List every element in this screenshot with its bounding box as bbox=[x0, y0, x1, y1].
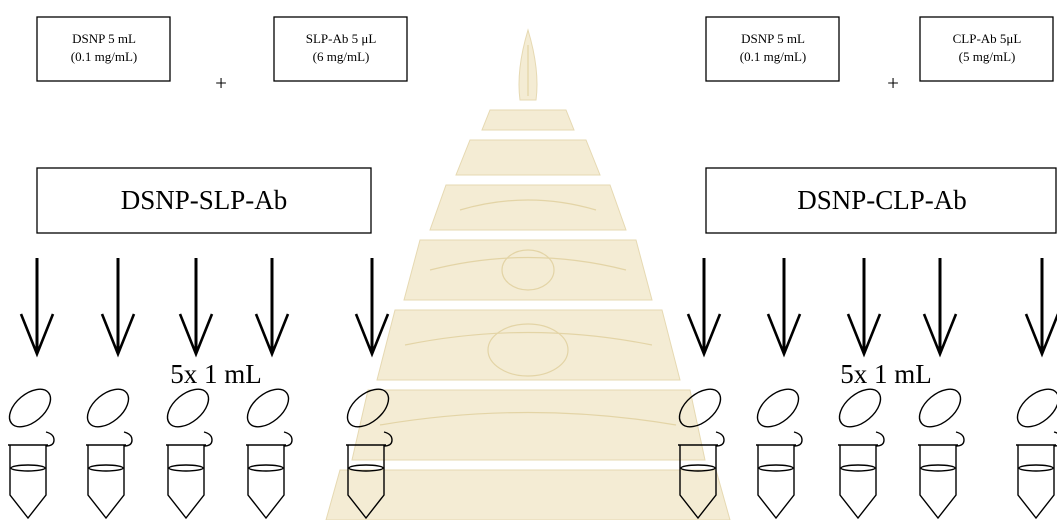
dsnp-reagent-box bbox=[705, 16, 840, 82]
clp-ab-reagent-box bbox=[919, 16, 1054, 82]
eppendorf-tube-icon bbox=[838, 388, 885, 520]
eppendorf-tube-icon bbox=[346, 388, 393, 520]
down-arrow bbox=[178, 258, 214, 358]
down-arrow bbox=[846, 258, 882, 358]
slp-ab-concentration-label: (6 mg/mL) bbox=[313, 49, 370, 64]
down-arrow bbox=[1024, 258, 1057, 358]
eppendorf-tube-icon bbox=[86, 388, 133, 520]
dsnp-concentration-label: (0.1 mg/mL) bbox=[740, 49, 806, 64]
down-arrow bbox=[100, 258, 136, 358]
plus-sign: + bbox=[215, 71, 227, 95]
conjugate-box bbox=[705, 167, 1057, 234]
down-arrow bbox=[922, 258, 958, 358]
down-arrow bbox=[19, 258, 55, 358]
eppendorf-tube-icon bbox=[8, 388, 55, 520]
slp-ab-reagent-box bbox=[273, 16, 408, 82]
eppendorf-tube-icon bbox=[246, 388, 293, 520]
down-arrows-left bbox=[19, 258, 390, 358]
down-arrow bbox=[766, 258, 802, 358]
down-arrows-right bbox=[686, 258, 1057, 358]
down-arrow bbox=[254, 258, 290, 358]
aliquot-label: 5x 1 mL bbox=[170, 359, 262, 389]
university-crest-watermark bbox=[325, 28, 731, 520]
dsnp-concentration-label: (0.1 mg/mL) bbox=[71, 49, 137, 64]
dsnp-volume-label: DSNP 5 mL bbox=[72, 31, 136, 46]
conjugate-box bbox=[36, 167, 372, 234]
eppendorf-tube-icon bbox=[166, 388, 213, 520]
clp-ab-concentration-label: (5 mg/mL) bbox=[959, 49, 1016, 64]
left-panel: DSNP 5 mL (0.1 mg/mL) + SLP-Ab 5 μL (6 m… bbox=[8, 16, 408, 520]
tubes-left bbox=[8, 388, 393, 520]
dsnp-volume-label: DSNP 5 mL bbox=[741, 31, 805, 46]
eppendorf-tube-icon bbox=[918, 388, 965, 520]
clp-ab-volume-label: CLP-Ab 5μL bbox=[953, 31, 1022, 46]
eppendorf-tube-icon bbox=[678, 388, 725, 520]
tubes-right bbox=[678, 388, 1057, 520]
right-panel: DSNP 5 mL (0.1 mg/mL) + CLP-Ab 5μL (5 mg… bbox=[678, 16, 1057, 520]
dsnp-reagent-box bbox=[36, 16, 171, 82]
plus-sign: + bbox=[887, 71, 899, 95]
down-arrow bbox=[354, 258, 390, 358]
down-arrow bbox=[686, 258, 722, 358]
conjugate-label: DSNP-CLP-Ab bbox=[797, 185, 967, 215]
aliquot-label: 5x 1 mL bbox=[840, 359, 932, 389]
eppendorf-tube-icon bbox=[1016, 388, 1057, 520]
slp-ab-volume-label: SLP-Ab 5 μL bbox=[306, 31, 377, 46]
eppendorf-tube-icon bbox=[756, 388, 803, 520]
conjugate-label: DSNP-SLP-Ab bbox=[121, 185, 288, 215]
